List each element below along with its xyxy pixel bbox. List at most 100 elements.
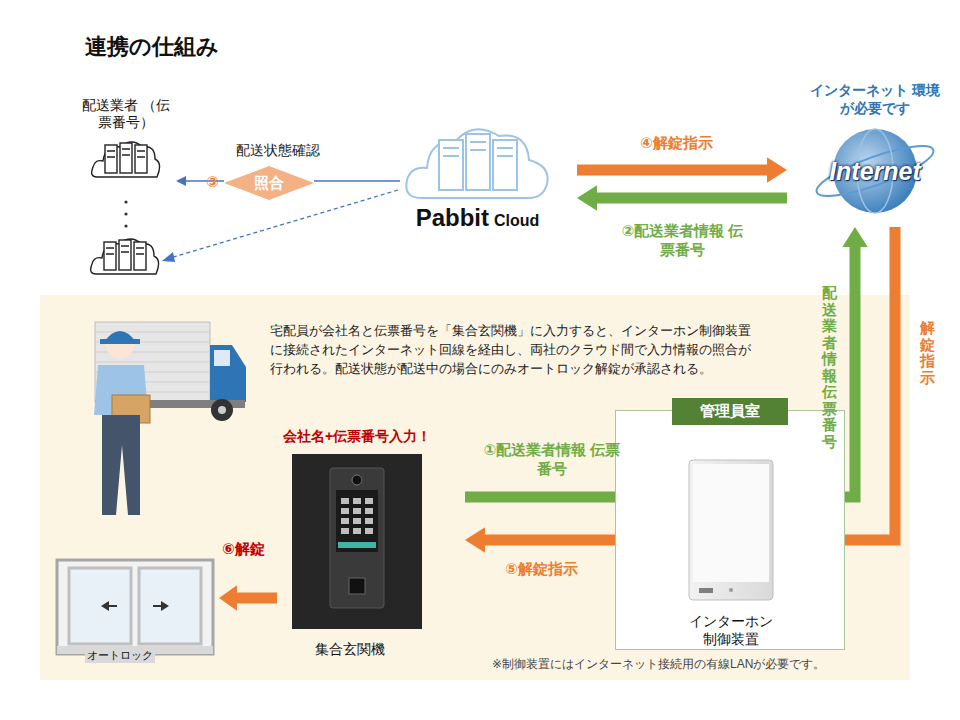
device-label: インターホン 制御装置 — [681, 612, 781, 648]
illustration-part — [92, 142, 160, 177]
edge-label: ①配送業者情報 伝票番号 — [482, 441, 622, 479]
edge-label: 解錠指示 — [920, 320, 935, 386]
illustration-part — [135, 145, 147, 173]
illustration-part — [134, 242, 146, 270]
callout-number: ③ — [206, 173, 219, 191]
illustration-part — [365, 528, 373, 534]
node-box: 管理員室インターホン 制御装置 — [615, 410, 845, 650]
more-carriers-dots — [124, 200, 127, 227]
illustration-part — [211, 399, 233, 421]
site-panel — [40, 295, 910, 680]
connector — [314, 180, 400, 182]
illustration-part — [341, 508, 349, 514]
illustration-part — [101, 601, 109, 611]
arrowhead — [577, 185, 597, 210]
dashed-query-line — [162, 190, 398, 262]
logo-row: Pabbit Cloud — [416, 204, 540, 232]
illustration-part — [218, 406, 226, 414]
illustration-part — [105, 145, 117, 173]
illustration-part — [124, 224, 127, 227]
connector — [596, 193, 787, 204]
intercom-controller — [681, 456, 781, 606]
note-text: ※制御装置にはインターネット接続用の有線LANが必要です。 — [492, 656, 825, 673]
arrowhead — [219, 585, 237, 610]
illustration-part — [336, 490, 378, 552]
illustration-part — [406, 129, 547, 198]
logo-name: Pabbit — [416, 204, 489, 232]
illustration-part — [102, 415, 140, 515]
illustration-part — [57, 560, 213, 654]
illustration-part — [689, 460, 773, 600]
illustration-part — [100, 339, 140, 344]
illustration-part — [729, 588, 733, 592]
cloud-art — [403, 118, 553, 204]
note-text: 宅配員が会社名と伝票番号を「集合玄関機」に入力すると、インターホン制御装置に接続… — [270, 322, 760, 379]
node-box: オートロック — [55, 558, 215, 663]
input-callout: 会社名+伝票番号入力！ — [283, 428, 431, 446]
node-box: インターホン 制御装置 — [678, 456, 784, 648]
illustration-part — [365, 508, 373, 514]
illustration-part — [365, 498, 373, 504]
node-box: 配送業者 （伝票番号） — [76, 97, 176, 183]
illustration-part — [338, 542, 376, 548]
illustration-part — [353, 508, 361, 514]
match-text: 照合 — [254, 174, 284, 193]
illustration-part — [214, 350, 230, 366]
edge-label: 配送業者情報 伝票番号 — [822, 285, 837, 450]
illustration-part — [170, 190, 398, 258]
arrowhead — [176, 176, 186, 186]
illustration-part — [161, 601, 169, 611]
illustration-part — [352, 475, 362, 485]
illustration-part — [224, 166, 314, 200]
illustration-part — [833, 129, 917, 213]
edge-label: ⑤解錠指示 — [505, 560, 578, 579]
illustration-part — [162, 252, 175, 262]
illustration-part — [119, 240, 131, 270]
illustration-part — [124, 212, 127, 215]
illustration-part — [341, 498, 373, 534]
company-label: 配送業者 （伝票番号） — [78, 97, 174, 131]
server-icon — [91, 133, 161, 183]
illustration-part — [857, 129, 893, 213]
illustration-part — [353, 518, 361, 524]
edge-label: ②配送業者情報 伝票番号 — [615, 222, 750, 260]
illustration-part — [353, 528, 361, 534]
panel-art — [292, 454, 422, 629]
delivery-person — [94, 331, 150, 515]
illustration-part — [406, 129, 547, 198]
illustration-part — [107, 149, 145, 157]
illustration-part — [105, 605, 165, 607]
illustration-part — [104, 242, 116, 270]
panel-label: 集合玄関機 — [315, 641, 385, 659]
diagram-title: 連携の仕組み — [85, 32, 219, 62]
cloud-server-icon — [403, 118, 553, 204]
illustration-part — [69, 568, 131, 644]
illustration-part — [124, 200, 127, 203]
node-box: Pabbit Cloud — [400, 118, 555, 232]
server-art — [91, 133, 161, 183]
device-art — [681, 456, 781, 606]
arrowhead — [842, 227, 867, 247]
illustration-part — [353, 498, 361, 504]
arrowhead — [767, 157, 787, 182]
connector — [577, 165, 768, 176]
node-box: 照合 — [224, 166, 314, 200]
illustration-part — [341, 528, 349, 534]
room-header: 管理員室 — [672, 398, 788, 425]
illustration-part — [292, 454, 422, 629]
edge-label: ⑥解錠 — [222, 540, 265, 559]
illustration-part — [139, 568, 201, 644]
illustration-part — [330, 468, 384, 608]
door-art — [55, 558, 215, 656]
internet-note: インターネット 環境が必要です — [810, 82, 940, 117]
logo-sub: Cloud — [494, 212, 539, 230]
illustration-part — [210, 345, 246, 402]
illustration-part — [693, 464, 769, 582]
connector — [236, 593, 277, 604]
illustration-part — [92, 142, 160, 177]
edge-label: 配送状態確認 — [236, 142, 320, 160]
illustration-part — [91, 239, 159, 274]
entrance-panel — [292, 454, 422, 629]
second-carrier-server — [91, 239, 159, 274]
node-box: インターネット 環境が必要ですInternet — [805, 82, 945, 221]
